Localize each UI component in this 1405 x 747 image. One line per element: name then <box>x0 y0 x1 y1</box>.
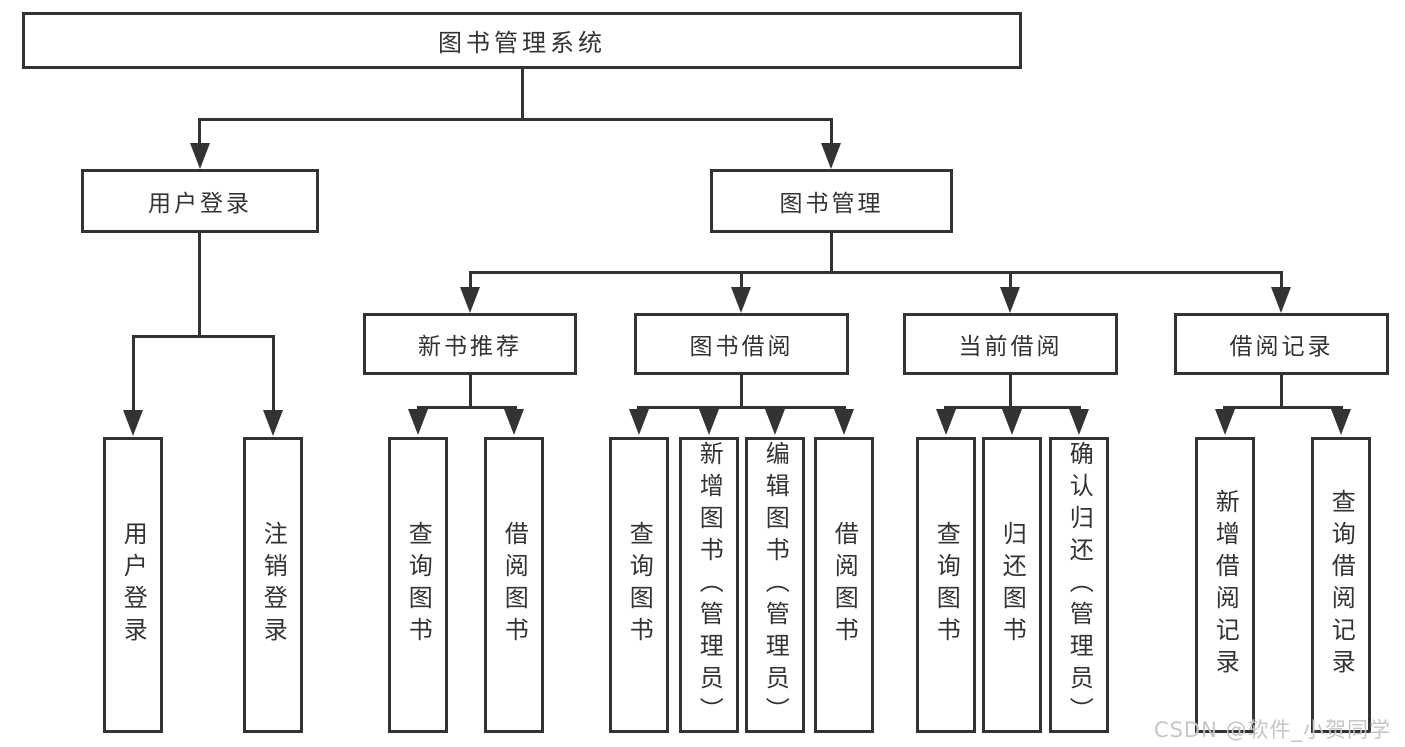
node-label: 图书管理 <box>779 191 884 217</box>
leaf-currentborrow-return-book: 归还图书 <box>982 437 1042 733</box>
connector-drop-new-book <box>469 271 472 292</box>
arrowhead-cb-confirm-return <box>1069 409 1089 435</box>
csdn-watermark: CSDN @软件_小贺同学 <box>1153 718 1391 742</box>
connector-user-login-branch <box>132 335 275 338</box>
connector-new-book-stem <box>469 375 472 409</box>
arrowhead-leaf-logout <box>263 410 283 436</box>
leaf-label: 借阅图书 <box>500 521 529 649</box>
connector-book-management-stem <box>830 233 833 274</box>
node-book-management: 图书管理 <box>710 169 953 233</box>
leaf-bookborrow-borrow-book: 借阅图书 <box>814 437 874 733</box>
arrowhead-borrow-records <box>1271 287 1291 313</box>
leaf-bookborrow-query-book: 查询图书 <box>609 437 669 733</box>
leaf-logout-login: 注销登录 <box>243 437 303 733</box>
leaf-bookborrow-add-book-admin: 新增图书（管理员） <box>679 437 739 733</box>
node-current-borrow: 当前借阅 <box>903 313 1118 375</box>
arrowhead-new-book <box>460 287 480 313</box>
arrowhead-user-login <box>190 143 210 169</box>
arrowhead-book-borrow <box>731 287 751 313</box>
leaf-records-query-borrow-record: 查询借阅记录 <box>1311 437 1371 733</box>
connector-borrow-records-stem <box>1280 375 1283 409</box>
leaf-newbook-query-book: 查询图书 <box>388 437 448 733</box>
arrowhead-bb-add-book <box>699 409 719 435</box>
connector-user-login-stem <box>198 233 201 338</box>
arrowhead-bb-query-book <box>629 409 649 435</box>
leaf-currentborrow-query-book: 查询图书 <box>916 437 976 733</box>
connector-drop-book-borrow <box>740 271 743 292</box>
leaf-label: 查询借阅记录 <box>1327 489 1356 681</box>
arrowhead-br-query-record <box>1331 409 1351 435</box>
node-library-management-system: 图书管理系统 <box>22 12 1022 69</box>
connector-drop-book-management <box>830 118 833 148</box>
leaf-label: 查询图书 <box>404 521 433 649</box>
leaf-label: 借阅图书 <box>830 521 859 649</box>
node-new-book-recommend: 新书推荐 <box>363 313 577 375</box>
arrowhead-bb-edit-book <box>765 409 785 435</box>
leaf-newbook-borrow-book: 借阅图书 <box>484 437 544 733</box>
node-label: 图书借阅 <box>689 334 794 360</box>
node-user-login: 用户登录 <box>81 169 319 233</box>
arrowhead-current-borrow <box>1000 287 1020 313</box>
connector-drop-current-borrow <box>1009 271 1012 292</box>
connector-level2-branch <box>469 271 1283 274</box>
arrowhead-leaf-user-login <box>123 410 143 436</box>
leaf-label: 新增图书（管理员） <box>695 441 724 729</box>
node-label: 用户登录 <box>148 191 252 217</box>
leaf-label: 用户登录 <box>119 521 148 649</box>
connector-root-stem <box>521 66 524 120</box>
arrowhead-cb-return-book <box>1002 409 1022 435</box>
connector-book-borrow-branch <box>637 406 846 409</box>
leaf-label: 编辑图书（管理员） <box>761 441 790 729</box>
leaf-label: 新增借阅记录 <box>1211 489 1240 681</box>
leaf-label: 归还图书 <box>998 521 1027 649</box>
connector-drop-borrow-records <box>1280 271 1283 292</box>
arrowhead-book-management <box>821 143 841 169</box>
leaf-user-login: 用户登录 <box>103 437 163 733</box>
node-label: 借阅记录 <box>1229 334 1334 360</box>
connector-drop-leaf-logout <box>272 335 275 415</box>
connector-drop-leaf-user-login <box>132 335 135 415</box>
leaf-label: 确认归还（管理员） <box>1065 441 1094 729</box>
node-borrow-records: 借阅记录 <box>1174 313 1389 375</box>
node-label: 当前借阅 <box>958 334 1063 360</box>
arrowhead-nb-query-book <box>408 409 428 435</box>
arrowhead-cb-query-book <box>936 409 956 435</box>
leaf-label: 注销登录 <box>259 521 288 649</box>
leaf-currentborrow-confirm-return-admin: 确认归还（管理员） <box>1049 437 1109 733</box>
connector-current-borrow-branch <box>944 406 1081 409</box>
connector-book-borrow-stem <box>740 375 743 409</box>
leaf-bookborrow-edit-book-admin: 编辑图书（管理员） <box>745 437 805 733</box>
node-label: 新书推荐 <box>418 334 522 360</box>
leaf-label: 查询图书 <box>625 521 654 649</box>
leaf-label: 查询图书 <box>932 521 961 649</box>
connector-borrow-records-branch <box>1223 406 1343 409</box>
connector-current-borrow-stem <box>1009 375 1012 409</box>
node-label: 图书管理系统 <box>438 29 606 57</box>
connector-new-book-branch <box>417 406 517 409</box>
connector-level1-branch <box>198 118 833 121</box>
connector-drop-user-login <box>198 118 201 148</box>
node-book-borrow: 图书借阅 <box>634 313 849 375</box>
arrowhead-bb-borrow-book <box>834 409 854 435</box>
arrowhead-nb-borrow-book <box>504 409 524 435</box>
arrowhead-br-add-record <box>1215 409 1235 435</box>
leaf-records-add-borrow-record: 新增借阅记录 <box>1195 437 1255 733</box>
